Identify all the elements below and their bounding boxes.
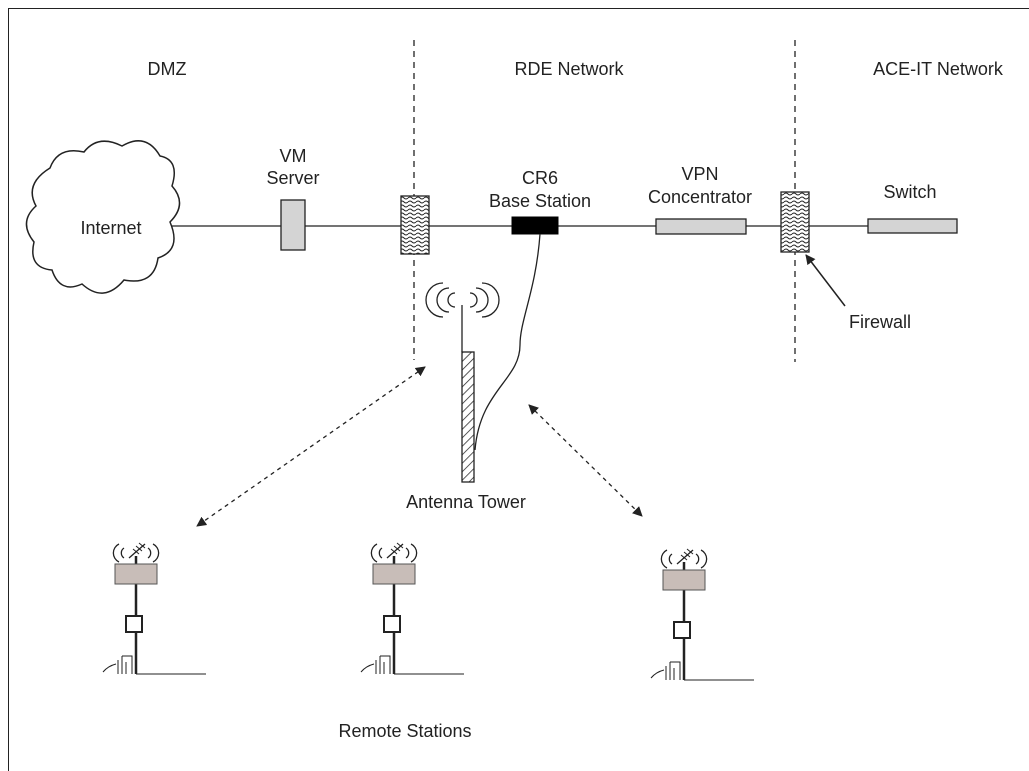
internet-label: Internet — [80, 218, 141, 238]
firewall-label: Firewall — [849, 312, 911, 332]
antenna-tower-label: Antenna Tower — [406, 492, 526, 512]
firewall-pointer-arrow — [805, 254, 846, 307]
cr6-label-line2: Base Station — [489, 191, 591, 211]
zone-label-dmz: DMZ — [148, 59, 187, 79]
wireless-link-right — [528, 404, 643, 517]
zone-label-aceit: ACE-IT Network — [873, 59, 1004, 79]
firewall-dmz-rde — [400, 195, 430, 255]
remote-station-1 — [101, 541, 208, 676]
remote-station-3 — [649, 547, 756, 682]
cr6-base-station-box — [511, 216, 559, 235]
wireless-link-left — [196, 366, 426, 527]
vpn-label-line2: Concentrator — [648, 187, 752, 207]
vm-server-label-line2: Server — [266, 168, 319, 188]
base-station-cable — [474, 233, 541, 451]
vpn-label-line1: VPN — [681, 164, 718, 184]
vm-server-label-line1: VM — [280, 146, 307, 166]
switch-label: Switch — [883, 182, 936, 202]
antenna-tower — [425, 282, 500, 483]
diagram-frame — [8, 8, 1029, 771]
remote-stations-label: Remote Stations — [338, 721, 471, 741]
internet-cloud: Internet — [25, 140, 181, 294]
firewall-rde-aceit — [780, 191, 810, 253]
cr6-label-line1: CR6 — [522, 168, 558, 188]
remote-station-2 — [359, 541, 466, 676]
switch-box — [867, 218, 958, 234]
zone-label-rde: RDE Network — [514, 59, 624, 79]
vm-server-box — [280, 199, 306, 251]
vpn-concentrator-box — [655, 218, 747, 235]
